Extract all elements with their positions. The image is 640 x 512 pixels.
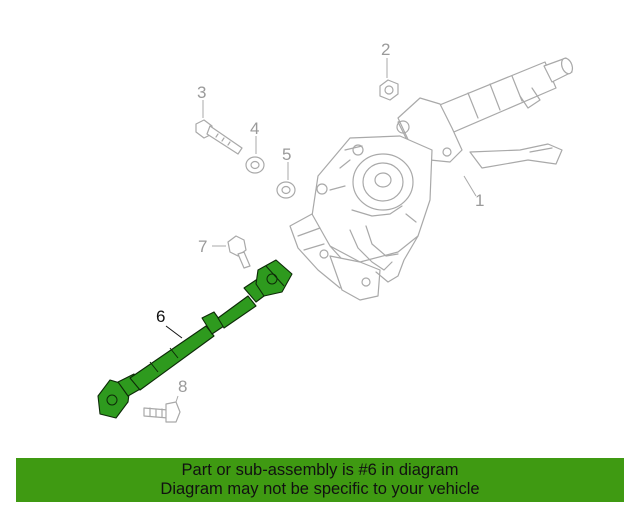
callout-8: 8	[178, 377, 187, 396]
info-banner: Part or sub-assembly is #6 in diagram Di…	[16, 458, 624, 502]
part-8-bolt	[143, 401, 181, 423]
callout-2: 2	[381, 40, 390, 59]
callout-3: 3	[197, 83, 206, 102]
part-3-bolt	[195, 119, 243, 155]
callout-5: 5	[282, 145, 291, 164]
part-6-intermediate-shaft	[97, 259, 293, 419]
callout-6: 6	[156, 307, 165, 326]
part-4-washer	[245, 156, 265, 174]
part-7-bolt	[227, 235, 251, 269]
leader-lines	[165, 58, 477, 403]
callout-7: 7	[198, 237, 207, 256]
banner-line-1: Part or sub-assembly is #6 in diagram	[181, 461, 459, 479]
steering-column-assembly	[289, 57, 574, 301]
parts-diagram: 1 2 3 4 5 6 7 8	[97, 40, 574, 423]
part-5-washer	[276, 181, 296, 199]
callout-1: 1	[475, 191, 484, 210]
part-2-nut	[379, 79, 399, 101]
banner-line-2: Diagram may not be specific to your vehi…	[160, 480, 480, 498]
callout-4: 4	[250, 119, 259, 138]
